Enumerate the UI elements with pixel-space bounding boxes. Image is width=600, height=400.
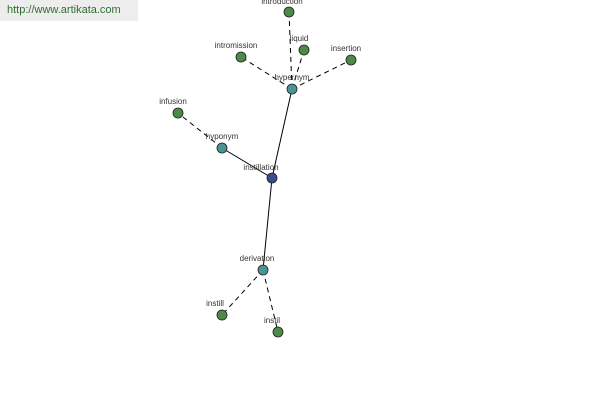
edge-instillation-hypernym: [271, 88, 293, 179]
node-label-instillation: instillation: [243, 163, 278, 172]
node-hyponym[interactable]: hyponym: [206, 132, 239, 154]
nodes-layer: instillation hypernym hyponym derivation int…: [159, 0, 361, 338]
node-circle-hyponym[interactable]: [216, 142, 228, 154]
edge-hypernym-introduction: [288, 11, 293, 90]
node-circle-intromission[interactable]: [235, 51, 247, 63]
node-label-derivation: derivation: [240, 254, 275, 263]
node-introduction[interactable]: introduction: [261, 0, 303, 18]
node-circle-introduction[interactable]: [283, 6, 295, 18]
node-circle-derivation[interactable]: [257, 264, 269, 276]
node-label-infusion: infusion: [159, 97, 187, 106]
edge-hyponym-infusion: [177, 112, 223, 149]
edge-hypernym-intromission: [240, 56, 293, 90]
node-infusion[interactable]: infusion: [159, 97, 187, 119]
node-hypernym[interactable]: hypernym: [274, 73, 310, 95]
node-label-insertion: insertion: [331, 44, 361, 53]
node-intromission[interactable]: intromission: [215, 41, 258, 63]
node-label-instil: instil: [264, 316, 280, 325]
node-label-hyponym: hyponym: [206, 132, 239, 141]
edge-instillation-derivation: [262, 177, 273, 271]
node-insertion[interactable]: insertion: [331, 44, 361, 66]
edges-layer: [177, 11, 352, 333]
node-label-hypernym: hypernym: [274, 73, 309, 82]
node-label-intromission: intromission: [215, 41, 258, 50]
node-derivation[interactable]: derivation: [240, 254, 275, 276]
node-label-introduction: introduction: [261, 0, 302, 6]
node-circle-instillation[interactable]: [266, 172, 278, 184]
node-instill[interactable]: instill: [206, 299, 228, 321]
edge-hypernym-insertion: [291, 59, 352, 90]
edge-derivation-instil: [262, 269, 279, 333]
node-circle-instil[interactable]: [272, 326, 284, 338]
node-liquid[interactable]: liquid: [290, 34, 310, 56]
edge-derivation-instill: [221, 269, 264, 316]
node-circle-liquid[interactable]: [298, 44, 310, 56]
node-circle-instill[interactable]: [216, 309, 228, 321]
node-circle-insertion[interactable]: [345, 54, 357, 66]
edge-hypernym-liquid: [291, 49, 305, 90]
node-circle-infusion[interactable]: [172, 107, 184, 119]
node-label-instill: instill: [206, 299, 224, 308]
edge-instillation-hyponym: [221, 147, 273, 179]
node-circle-hypernym[interactable]: [286, 83, 298, 95]
source-url-link[interactable]: http://www.artikata.com: [0, 0, 138, 21]
node-instil[interactable]: instil: [264, 316, 284, 338]
node-label-liquid: liquid: [290, 34, 309, 43]
node-instillation[interactable]: instillation: [243, 163, 279, 184]
